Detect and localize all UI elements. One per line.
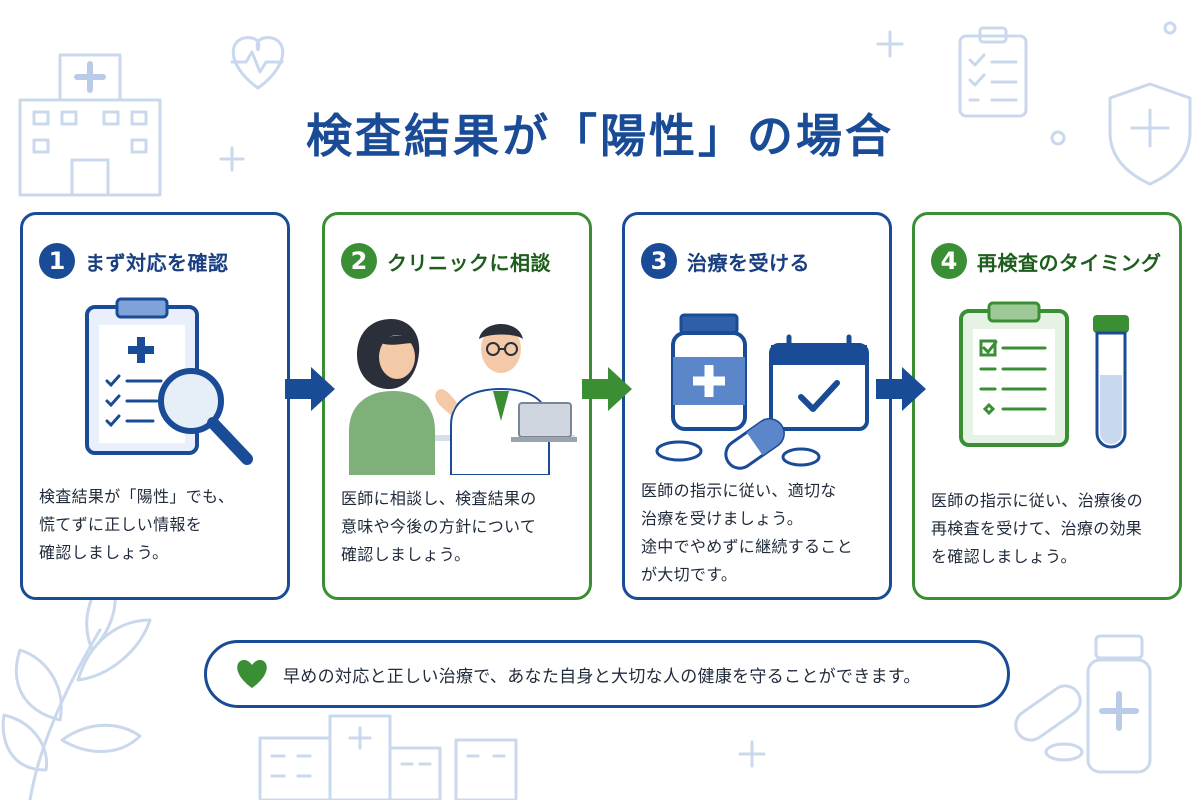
- heart-icon: [237, 659, 267, 688]
- plus-icon: [738, 740, 766, 768]
- medicine-calendar-icon: [655, 313, 869, 470]
- capsule-icon: [1014, 684, 1082, 742]
- clipboard-magnifier-icon: [85, 297, 253, 465]
- step-number-badge: 4: [931, 243, 967, 279]
- hospital-icon: [18, 53, 162, 197]
- leaf-icon: [1, 573, 152, 800]
- doctor-consultation-icon: [349, 319, 577, 475]
- plus-icon: [876, 30, 904, 58]
- step-description: 医師に相談し、検査結果の 意味や今後の方針について 確認しましょう。: [341, 489, 537, 564]
- step-card-4: 4 再検査のタイミング 医師の指示に従い、治療後の 再検査を受けて、治療の効果 …: [912, 212, 1182, 600]
- step-card-3: 3 治療を受ける 医師の指示に従い、適切な 治療を受けましょう。 途中でやめずに…: [622, 212, 892, 600]
- step-title: まず対応を確認: [85, 250, 229, 275]
- footer-text: 早めの対応と正しい治療で、あなた自身と大切な人の健康を守ることができます。: [283, 666, 921, 687]
- step-number-badge: 3: [641, 243, 677, 279]
- arrow-right-icon: [285, 367, 335, 411]
- step-title: 治療を受ける: [687, 250, 810, 275]
- clipboard-test-tube-icon: [959, 301, 1129, 449]
- heart-pulse-icon: [230, 36, 285, 90]
- step-description: 検査結果が「陽性」でも、 慌てずに正しい情報を 確認しましょう。: [39, 487, 235, 562]
- step-card-2: 2 クリニックに相談 医師に相談し、検査結果の 意味や今後の方針について 確認し…: [322, 212, 592, 600]
- step-description: 医師の指示に従い、治療後の 再検査を受けて、治療の効果 を確認しましょう。: [931, 491, 1143, 566]
- step-description: 医師の指示に従い、適切な 治療を受けましょう。 途中でやめずに継続すること が大…: [641, 481, 853, 584]
- arrow-right-icon: [876, 367, 926, 411]
- plus-icon: [219, 146, 245, 172]
- footer-message-bar: 早めの対応と正しい治療で、あなた自身と大切な人の健康を守ることができます。: [204, 640, 1010, 708]
- shield-icon: [1108, 82, 1192, 186]
- step-card-1: 1 まず対応を確認 検査結果が「陽性」でも、 慌てずに正しい情報を 確認しましょ…: [20, 212, 290, 600]
- page-title: 検査結果が「陽性」の場合: [306, 109, 894, 163]
- clipboard-icon: [958, 26, 1028, 118]
- step-title: 再検査のタイミング: [977, 250, 1162, 275]
- buildings-icon: [258, 714, 518, 800]
- step-title: クリニックに相談: [387, 250, 551, 275]
- step-number-badge: 1: [39, 243, 75, 279]
- step-number-badge: 2: [341, 243, 377, 279]
- arrow-right-icon: [582, 367, 632, 411]
- medicine-bottle-icon: [1086, 634, 1152, 774]
